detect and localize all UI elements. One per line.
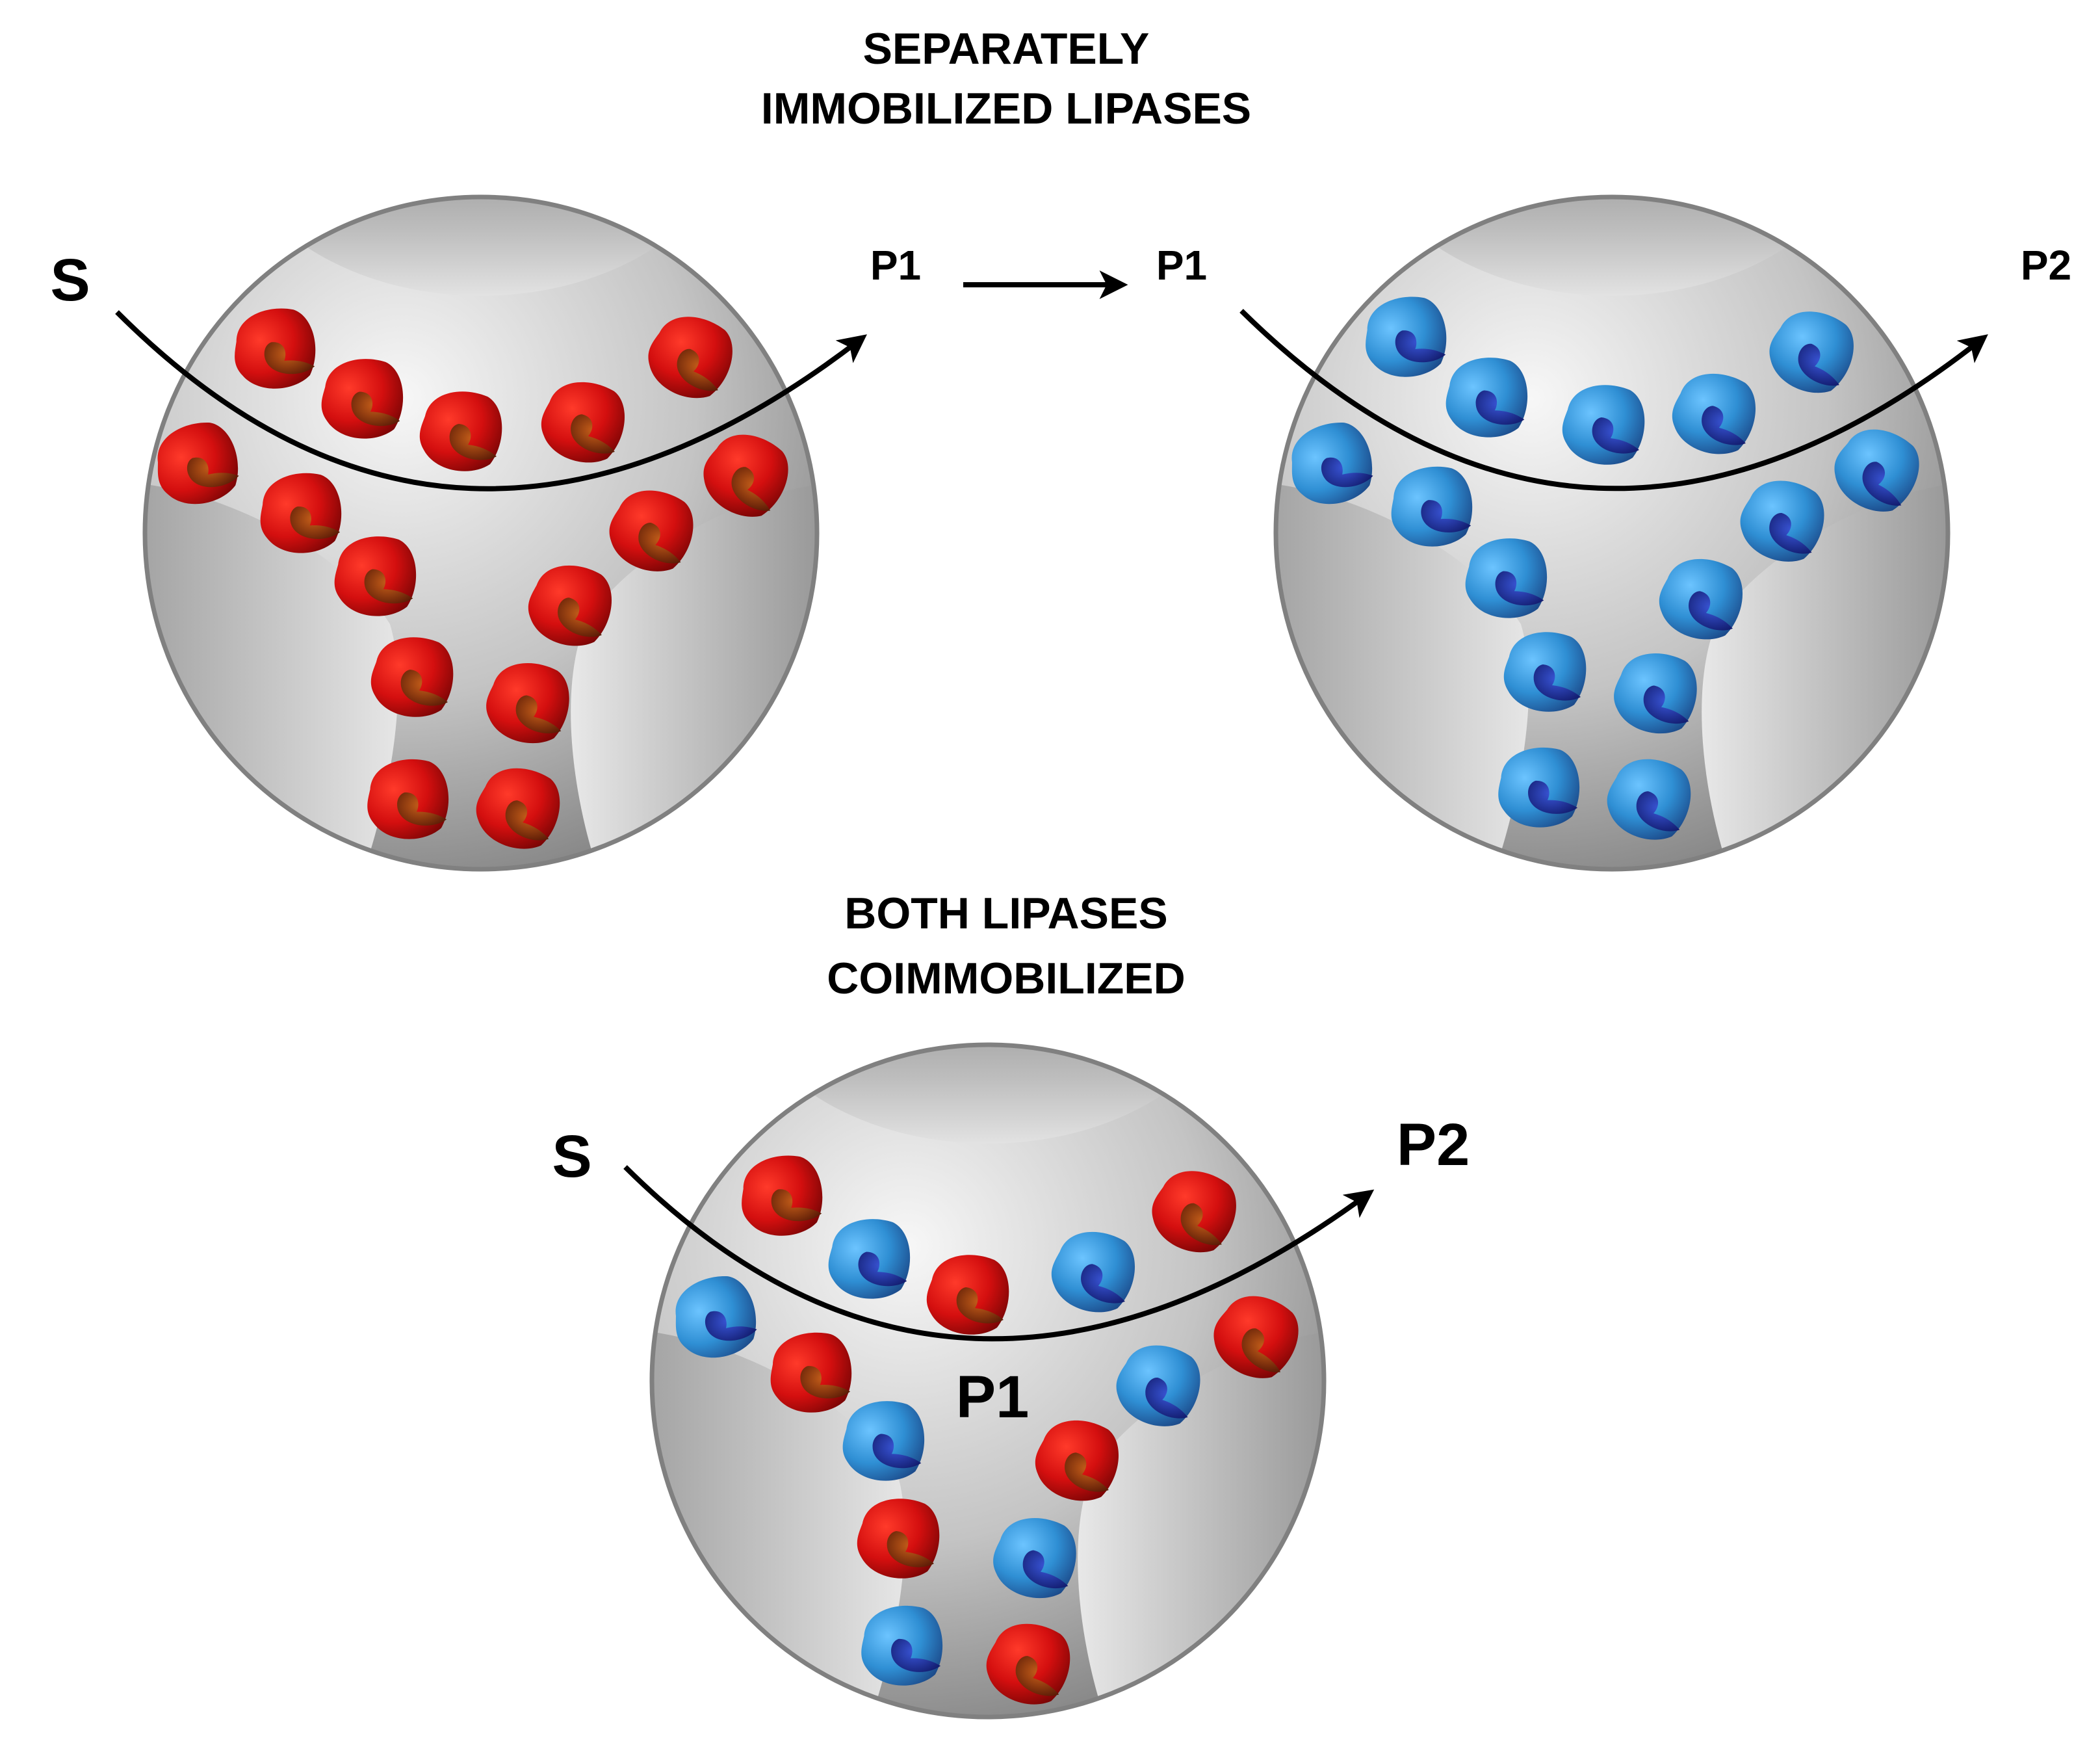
label-p1-middle: P1 (1156, 242, 1207, 289)
enzyme-icon (1498, 748, 1580, 828)
enzyme-icon (1834, 429, 1919, 512)
enzyme-icon (742, 1155, 823, 1236)
enzyme-icon (486, 663, 569, 744)
enzyme-icon (857, 1499, 940, 1579)
enzyme-icon (419, 391, 502, 471)
reaction-arrow-p1-to-p2 (1239, 309, 1988, 491)
enzyme-icon (1035, 1420, 1119, 1501)
enzyme-icon (157, 423, 239, 505)
enzyme-icon (828, 1219, 911, 1299)
label-p1-left: P1 (870, 242, 921, 289)
enzyme-icon (321, 359, 404, 439)
enzyme-icon (1614, 653, 1697, 734)
label-p2-bottom: P2 (1397, 1112, 1470, 1178)
enzyme-icon (260, 473, 342, 553)
enzyme-icon (1607, 759, 1691, 840)
reaction-arrow-s-to-p2 (623, 1165, 1375, 1342)
title-both-lipases: BOTH LIPASES (844, 889, 1167, 938)
enzyme-icon (1740, 480, 1824, 562)
enzyme-icon (370, 637, 454, 717)
label-s-bottom: S (552, 1123, 591, 1190)
enzyme-icon (842, 1401, 925, 1481)
title-immobilized-lipases: IMMOBILIZED LIPASES (761, 84, 1251, 133)
enzyme-icon (1672, 373, 1756, 454)
enzymes-sphere-a (157, 308, 788, 849)
enzyme-icon (703, 434, 788, 517)
enzyme-icon (926, 1255, 1009, 1335)
title-separately: SEPARATELY (863, 24, 1150, 73)
enzyme-icon (528, 565, 612, 646)
enzyme-icon (609, 490, 694, 571)
enzymes-sphere-b (1291, 296, 1919, 840)
enzyme-icon (770, 1332, 852, 1413)
enzyme-icon (675, 1276, 757, 1358)
enzyme-icon (367, 759, 449, 839)
enzyme-icon (1391, 466, 1473, 547)
enzyme-icon (1659, 558, 1743, 640)
enzyme-icon (541, 382, 625, 463)
label-p1-bottom: P1 (956, 1364, 1030, 1430)
enzyme-icon (1116, 1345, 1200, 1426)
enzyme-icon (1769, 311, 1854, 393)
label-s-left: S (50, 247, 90, 313)
enzyme-icon (993, 1518, 1076, 1599)
enzyme-icon (1152, 1171, 1236, 1253)
label-p2-right: P2 (2021, 242, 2071, 289)
enzyme-icon (334, 536, 417, 616)
enzyme-icon (986, 1623, 1070, 1705)
title-coimmobilized: COIMMOBILIZED (827, 954, 1186, 1003)
enzyme-icon (476, 768, 560, 849)
enzyme-icon (235, 308, 316, 389)
reaction-arrow-s-to-p1 (115, 310, 867, 491)
enzyme-icon (1051, 1231, 1135, 1313)
enzyme-icon (1465, 538, 1548, 618)
enzyme-icon (1445, 358, 1528, 438)
enzyme-icon (1213, 1296, 1299, 1378)
enzyme-icon (861, 1606, 943, 1686)
enzyme-icon (648, 317, 732, 399)
enzyme-icon (1562, 385, 1645, 465)
enzyme-icon (1366, 296, 1447, 377)
enzymes-sphere-c (675, 1155, 1299, 1705)
enzyme-icon (1291, 423, 1373, 505)
enzyme-icon (1503, 632, 1587, 712)
